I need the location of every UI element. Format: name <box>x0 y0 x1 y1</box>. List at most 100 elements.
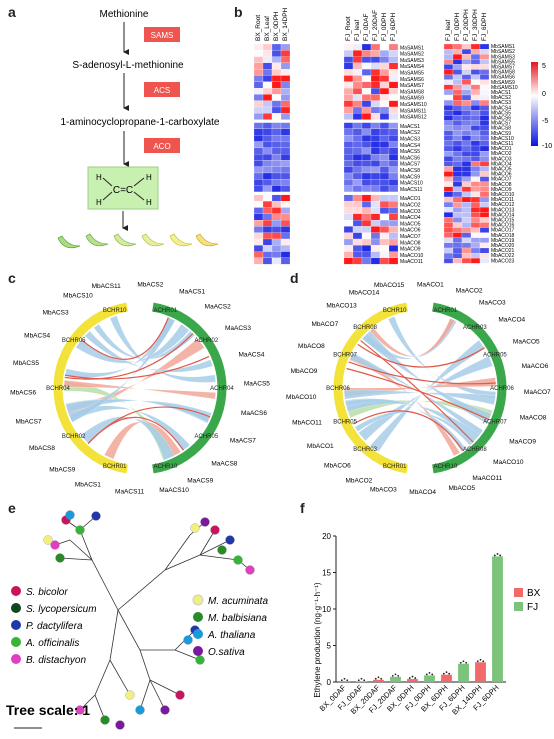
heatmap-cell <box>461 74 472 80</box>
legend-fj: FJ <box>527 602 538 613</box>
heatmap-cell <box>461 48 472 55</box>
heatmap-cell <box>262 257 273 265</box>
heatmap-cell <box>361 238 372 246</box>
heatmap-cell <box>443 64 454 70</box>
heatmap-cell <box>452 120 463 126</box>
heatmap-cell <box>253 251 264 259</box>
replicate-dot <box>397 674 400 677</box>
heatmap-cell <box>379 185 390 193</box>
heatmap-cell <box>352 257 363 265</box>
heatmap-cell <box>253 207 264 214</box>
heatmap-cell <box>479 212 490 218</box>
heatmap-cell <box>370 251 381 259</box>
heatmap-cell <box>370 75 381 82</box>
heatmap-cell <box>262 122 273 129</box>
replicate-dot <box>394 673 397 676</box>
gene-label: MaACO8 <box>520 415 547 422</box>
heatmap-cell <box>352 207 363 214</box>
synteny-link <box>109 315 216 383</box>
heatmap-cell <box>461 253 472 259</box>
chromosome-label: ACHR05 <box>483 353 507 359</box>
chromosome-label: BCHR07 <box>333 353 357 359</box>
gene-label: MaACS11 <box>115 488 145 495</box>
replicate-dot <box>374 677 377 680</box>
gene-label: MaACS6 <box>241 410 267 417</box>
heatmap-cell <box>370 50 381 57</box>
heatmap-cell <box>388 179 399 186</box>
svg-text:0: 0 <box>542 91 546 98</box>
heatmap-cell <box>352 122 363 129</box>
heatmap-cell <box>452 247 463 254</box>
heatmap-col-label: FJ_30DPH <box>472 9 479 41</box>
heatmap-cell <box>370 226 381 233</box>
heatmap-cell <box>479 74 490 80</box>
heatmap-cell <box>262 43 273 51</box>
heatmap-cell <box>452 54 463 60</box>
heatmap-cell <box>271 100 282 108</box>
tree-leaf-dot <box>115 720 125 730</box>
heatmap-cell <box>452 115 463 121</box>
heatmap-cell <box>262 94 273 101</box>
heatmap-cell <box>479 145 490 152</box>
y-tick-label: 0 <box>327 678 332 687</box>
heatmap-cell <box>470 166 481 172</box>
chromosome-label: ACHR10 <box>153 464 177 470</box>
panel-label-a: a <box>8 4 16 20</box>
heatmap-row-label: MaSAMS1 <box>400 45 424 51</box>
heatmap-cell <box>388 238 399 246</box>
heatmap-cell <box>379 122 390 129</box>
heatmap-cell <box>262 50 273 57</box>
heatmap-cell <box>388 207 399 214</box>
tree-leaf-dot <box>55 553 65 563</box>
svg-text:O.sativa: O.sativa <box>208 647 245 658</box>
heatmap-cell <box>470 43 481 50</box>
heatmap-cell <box>361 113 372 120</box>
heatmap-row-label: MaSAMS5 <box>400 71 424 77</box>
heatmap-cell <box>461 59 472 65</box>
heatmap-row-label: MbACO20 <box>491 243 515 249</box>
heatmap-cell <box>452 156 463 162</box>
heatmap-cell <box>253 245 264 252</box>
heatmap-cell <box>343 154 354 161</box>
heatmap-row-label: MaSAMS6 <box>400 77 424 83</box>
tree-leaf-dot <box>200 517 210 527</box>
heatmap-cell <box>443 207 454 213</box>
replicate-dot <box>408 677 411 679</box>
heatmap-row-label: MbACS1 <box>491 90 511 96</box>
tree-legend-right: M. acuminata M. balbisiana A. thaliana O… <box>192 594 268 658</box>
heatmap-cell <box>352 128 363 136</box>
enzyme-acs: ACS <box>154 86 170 95</box>
heatmap-cell <box>370 106 381 114</box>
heatmap-cell <box>461 105 472 111</box>
heatmap-cell <box>370 194 381 202</box>
gene-label: MbACS8 <box>29 445 55 452</box>
gene-label: MbACO7 <box>311 321 338 328</box>
tree-leaf-dot <box>100 715 110 725</box>
heatmap-cell <box>470 181 481 187</box>
heatmap-cell <box>343 220 354 227</box>
heatmap-cell <box>443 151 454 157</box>
heatmap-cell <box>443 181 454 187</box>
heatmap-cell <box>361 75 372 82</box>
tree-leaf-dot <box>75 705 85 715</box>
svg-text:S. bicolor: S. bicolor <box>26 587 68 598</box>
heatmap-cell <box>262 238 273 246</box>
heatmap-cell <box>253 213 264 221</box>
replicate-dot <box>459 661 462 664</box>
heatmap-row-label: MaSAMS7 <box>400 83 424 89</box>
heatmap-cell <box>271 94 282 101</box>
chromosome-label: ACHR01 <box>153 308 177 314</box>
heatmap-cell <box>280 245 291 252</box>
heatmap-cell <box>370 87 381 95</box>
heatmap-cell <box>280 147 291 155</box>
heatmap-cell <box>352 81 363 89</box>
bar <box>407 679 418 682</box>
heatmap-cell <box>470 69 481 75</box>
heatmap-cell <box>461 135 472 142</box>
heatmap-cell <box>470 258 481 264</box>
heatmap-cell <box>253 50 264 57</box>
gene-label: MaACS10 <box>159 487 189 494</box>
heatmap-cell <box>443 145 454 152</box>
heatmap-cell <box>452 99 463 106</box>
heatmap-cell <box>253 128 264 136</box>
